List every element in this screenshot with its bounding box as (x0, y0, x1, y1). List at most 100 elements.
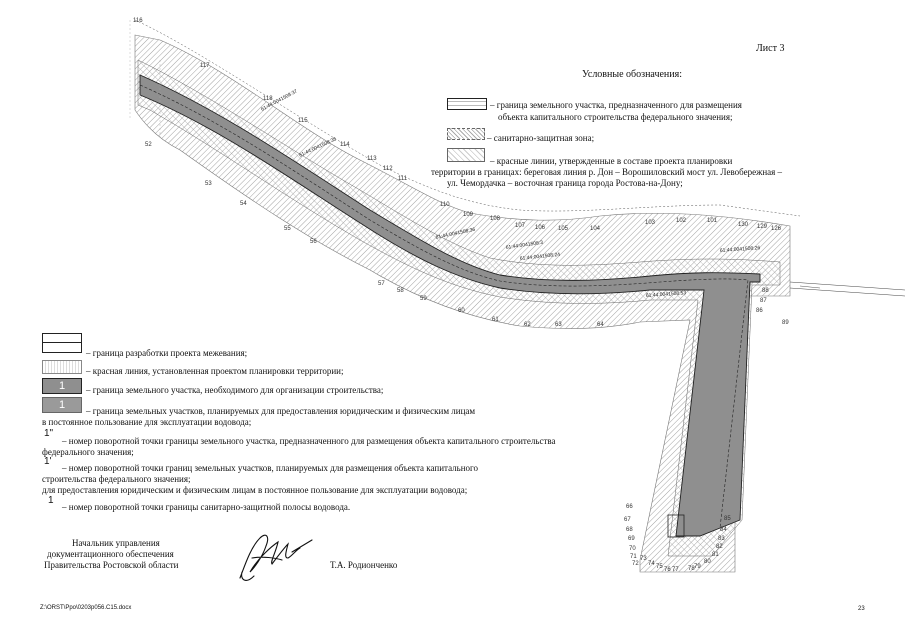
turning-point-label: 115 (298, 118, 308, 124)
legend-top-0-line-1: объекта капитального строительства федер… (498, 112, 733, 122)
signatory-position-line-2: документационного обеспечения (47, 549, 174, 559)
legend-bottom-4-line-1: федерального значения; (42, 447, 134, 457)
turning-point-label: 80 (704, 559, 711, 565)
legend-bottom-2-line-0: – граница земельного участка, необходимо… (86, 385, 384, 395)
legend-bottom-1-line-0: – красная линия, установленная проектом … (86, 366, 344, 376)
turning-point-label: 103 (645, 220, 656, 226)
turning-point-label: 79 (694, 564, 701, 570)
signatory-position-line-1: Начальник управления (72, 538, 160, 548)
turning-point-label: 109 (463, 212, 474, 218)
turning-point-label: 63 (555, 322, 562, 328)
turning-point-label: 107 (515, 223, 526, 229)
legend-bottom-6-line-0: – номер поворотной точки границы санитар… (62, 502, 351, 512)
legend-swatch-label: 1 (58, 399, 66, 411)
turning-point-label: 102 (676, 218, 687, 224)
turning-point-label: 105 (558, 226, 569, 232)
turning-point-label: 58 (397, 288, 404, 294)
parcel-number-label: 61:44:0041508:53 (646, 290, 687, 299)
inner-zone-band (137, 59, 781, 557)
turning-point-label: 53 (205, 181, 212, 187)
turning-point-label: 73 (640, 556, 647, 562)
turning-point-label: 130 (738, 222, 749, 228)
turning-point-label: 70 (629, 546, 636, 552)
turning-point-label: 116 (133, 18, 143, 24)
turning-point-label: 112 (383, 166, 393, 172)
legend-swatch-red-line (42, 360, 82, 374)
turning-point-label: 87 (760, 298, 767, 304)
turning-point-label: 64 (597, 322, 604, 328)
turning-point-label: 52 (145, 142, 152, 148)
turning-point-label: 66 (626, 504, 633, 510)
turning-point-label: 82 (716, 544, 723, 550)
turning-point-label: 83 (718, 536, 725, 542)
turning-point-label: 71 (630, 554, 637, 560)
legend-swatch-water-parcels: 1 (42, 397, 82, 413)
file-path: Z:\ORST\Ppo\0203p056.C15.docx (40, 605, 132, 611)
legend-swatch-survey-boundary (42, 333, 82, 353)
parcel-number-label: 61:44:0041508:24 (520, 252, 561, 262)
legend-point-symbol-1: 1" (44, 428, 54, 439)
turning-point-label: 72 (632, 561, 639, 567)
legend-point-symbol-2: 1' (44, 456, 52, 467)
legend-bottom-5-line-1: строительства федерального значения; (42, 474, 191, 484)
turning-point-label: 85 (724, 516, 731, 522)
turning-point-label: 114 (340, 142, 350, 148)
turning-point-label: 101 (707, 218, 718, 224)
turning-point-label: 88 (762, 288, 769, 294)
turning-point-label: 113 (367, 156, 377, 162)
turning-point-label: 110 (440, 202, 450, 208)
turning-point-label: 84 (720, 527, 727, 533)
signatory-name: Т.А. Родионченко (330, 560, 398, 570)
legend-bottom-3-line-0: – граница земельных участков, планируемы… (86, 406, 476, 416)
signatory-position-line-3: Правительства Ростовской области (44, 560, 179, 570)
turning-point-label: 56 (310, 239, 317, 245)
construction-parcel (139, 74, 761, 537)
legend-bottom-4-line-0: – номер поворотной точки границы земельн… (62, 436, 556, 446)
turning-point-label: 81 (712, 552, 719, 558)
turning-point-label: 111 (398, 176, 408, 182)
turning-point-label: 75 (656, 564, 663, 570)
legend-swatch-parcel-boundary (447, 98, 487, 110)
turning-point-label: 78 (688, 566, 695, 572)
turning-point-label: 57 (378, 281, 385, 287)
turning-point-label: 59 (420, 296, 427, 302)
turning-point-label: 117 (200, 63, 210, 69)
point-labels: 116 117 118 115 114 113 112 111 110 109 108 107 106 1… (133, 18, 789, 573)
turning-point-label: 108 (490, 216, 501, 222)
legend-bottom-5-line-0: – номер поворотной точки границ земельны… (62, 463, 479, 473)
legend-swatch-red-lines (447, 148, 485, 162)
legend-bottom-0-line-0: – граница разработки проекта межевания; (86, 348, 248, 358)
parcel-number-label: 61:44:0041508:26 (720, 245, 761, 254)
legend-top-2-line-2: ул. Чемордачка – восточная граница город… (447, 178, 683, 188)
turning-point-label: 126 (771, 226, 782, 232)
legend-top-2-line-0: – красные линии, утвержденные в составе … (490, 156, 733, 166)
turning-point-label: 69 (628, 536, 635, 542)
turning-point-label: 60 (458, 308, 465, 314)
page-number: 23 (858, 606, 865, 612)
legend-swatch-label: 1 (58, 380, 66, 392)
turning-point-label: 55 (284, 226, 291, 232)
legend-swatch-sanitary-zone (447, 128, 485, 140)
legend-top-2-line-1: территории в границах: береговая линия р… (431, 167, 783, 177)
legend-bottom-5-line-2: для предоставления юридическим и физичес… (42, 485, 468, 495)
parcel-number-label: 61:44:0041508:3 (505, 240, 543, 251)
turning-point-label: 118 (263, 96, 273, 102)
turning-point-label: 74 (648, 561, 655, 567)
turning-point-label: 129 (757, 224, 768, 230)
handwritten-signature (239, 534, 313, 581)
turning-point-label: 106 (535, 225, 546, 231)
turning-point-label: 67 (624, 517, 631, 523)
legend-title: Условные обозначения: (582, 69, 683, 80)
turning-point-label: 104 (590, 226, 601, 232)
sheet-label: Лист 3 (756, 43, 785, 54)
turning-point-label: 54 (240, 201, 247, 207)
turning-point-label: 61 (492, 317, 499, 323)
legend-top-1-line-0: – санитарно-защитная зона; (487, 133, 595, 143)
legend-point-symbol-3: 1 (48, 495, 54, 506)
turning-point-label: 68 (626, 527, 633, 533)
legend-swatch-construction-parcel: 1 (42, 378, 82, 394)
legend-top-0-line-0: – граница земельного участка, предназнач… (490, 100, 742, 110)
legend-bottom-3-line-1: в постоянное пользование для эксплуатаци… (42, 417, 252, 427)
turning-point-label: 76 (664, 567, 671, 573)
